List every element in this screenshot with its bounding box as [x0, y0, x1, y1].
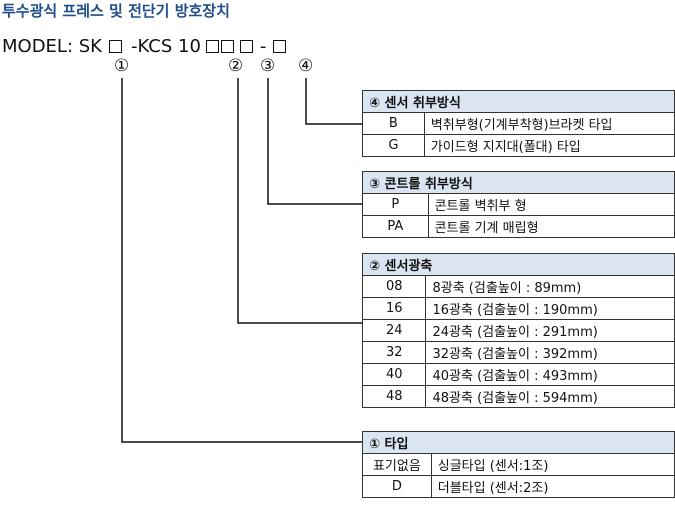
row-desc: 가이드형 지지대(폴대) 타입	[423, 134, 675, 157]
diagram-title: 투수광식 프레스 및 전단기 방호장치	[2, 2, 230, 20]
row-code: B	[362, 112, 425, 135]
table-header: ③ 콘트롤 취부방식	[362, 171, 675, 194]
row-code: 16	[361, 297, 427, 320]
row-desc: 40광축 (검출높이 : 493mm)	[425, 363, 675, 386]
table-sensor-mount: ④ 센서 취부방식 B 벽취부형(기계부착형)브라켓 타입 G 가이드형 지지대…	[362, 90, 675, 157]
table-row: 표기없음 싱글타입 (센서:1조)	[362, 453, 675, 476]
table-control-mount: ③ 콘트롤 취부방식 P 콘트롤 벽취부 형 PA 콘트롤 기계 매립형	[362, 171, 675, 238]
row-code: 24	[361, 319, 427, 342]
row-code: D	[362, 475, 432, 498]
connector-2	[237, 78, 362, 324]
row-code: G	[362, 134, 425, 157]
placeholder-box-4	[273, 40, 287, 53]
table-header: ② 센서광축	[362, 253, 675, 276]
row-code: PA	[362, 215, 429, 238]
placeholder-box-2b	[220, 40, 234, 53]
row-code: 표기없음	[362, 453, 432, 476]
table-type: ① 타입 표기없음 싱글타입 (센서:1조) D 더블타입 (센서:2조)	[362, 431, 675, 498]
table-row: 32 32광축 (검출높이 : 392mm)	[361, 341, 675, 364]
placeholder-box-1	[108, 40, 122, 53]
row-code: P	[362, 193, 429, 216]
row-desc: 벽취부형(기계부착형)브라켓 타입	[423, 112, 675, 135]
row-desc: 32광축 (검출높이 : 392mm)	[425, 341, 675, 364]
row-desc: 24광축 (검출높이 : 291mm)	[425, 319, 675, 342]
table-row: P 콘트롤 벽취부 형	[362, 193, 675, 216]
table-row: PA 콘트롤 기계 매립형	[362, 215, 675, 238]
connector-4	[305, 78, 362, 125]
row-code: 40	[361, 363, 427, 386]
row-desc: 48광축 (검출높이 : 594mm)	[425, 385, 675, 408]
row-code: 32	[361, 341, 427, 364]
table-header: ① 타입	[362, 431, 675, 454]
marker-4: ④	[298, 56, 314, 76]
placeholder-box-3	[239, 40, 253, 53]
table-row: 08 8광축 (검출높이 : 89mm)	[361, 275, 675, 298]
table-row: 40 40광축 (검출높이 : 493mm)	[361, 363, 675, 386]
model-prefix: MODEL: SK	[2, 36, 102, 57]
row-desc: 콘트롤 기계 매립형	[427, 215, 675, 238]
model-sep1: -KCS 10	[130, 36, 201, 57]
row-code: 48	[361, 385, 427, 408]
connector-1	[121, 78, 362, 443]
row-desc: 콘트롤 벽취부 형	[427, 193, 675, 216]
table-sensor-axes: ② 센서광축 08 8광축 (검출높이 : 89mm) 16 16광축 (검출높…	[361, 253, 675, 408]
table-row: B 벽취부형(기계부착형)브라켓 타입	[362, 112, 675, 135]
row-code: 08	[361, 275, 427, 298]
model-code: MODEL: SK -KCS 10 -	[2, 36, 287, 57]
table-header: ④ 센서 취부방식	[362, 90, 675, 113]
marker-1: ①	[114, 56, 130, 76]
marker-2: ②	[228, 56, 244, 76]
model-sep2: -	[259, 36, 267, 57]
row-desc: 싱글타입 (센서:1조)	[430, 453, 675, 476]
row-desc: 8광축 (검출높이 : 89mm)	[425, 275, 675, 298]
table-row: 16 16광축 (검출높이 : 190mm)	[361, 297, 675, 320]
placeholder-box-2a	[205, 40, 219, 53]
table-row: 48 48광축 (검출높이 : 594mm)	[361, 385, 675, 408]
row-desc: 더블타입 (센서:2조)	[430, 475, 675, 498]
table-row: G 가이드형 지지대(폴대) 타입	[362, 134, 675, 157]
table-row: 24 24광축 (검출높이 : 291mm)	[361, 319, 675, 342]
table-row: D 더블타입 (센서:2조)	[362, 475, 675, 498]
connector-3	[267, 78, 362, 205]
row-desc: 16광축 (검출높이 : 190mm)	[425, 297, 675, 320]
marker-3: ③	[260, 56, 276, 76]
